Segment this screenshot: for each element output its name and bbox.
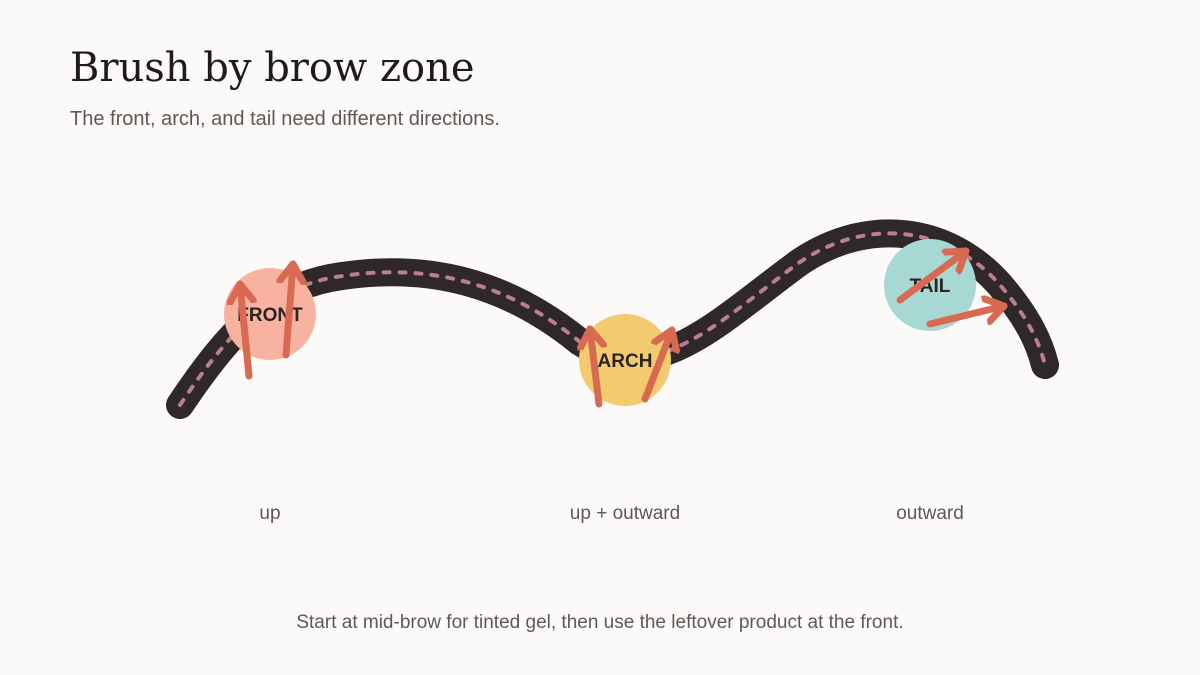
zone-arch-arrow-1 bbox=[590, 325, 599, 408]
footnote: Start at mid-brow for tinted gel, then u… bbox=[296, 612, 904, 633]
zone-front-arrow-1 bbox=[240, 280, 249, 380]
zone-tail-arrow-1 bbox=[896, 247, 970, 304]
zone-tail: TAIL bbox=[884, 239, 1008, 331]
zone-front-arrow-2 bbox=[286, 260, 293, 359]
zone-front-direction: up bbox=[259, 503, 281, 524]
zone-arch-arrow-2 bbox=[641, 326, 672, 403]
zone-arch-direction: up + outward bbox=[569, 503, 681, 524]
zone-arch-label: ARCH bbox=[598, 351, 653, 372]
zone-front: FRONT bbox=[224, 260, 316, 380]
zone-tail-arrow-2 bbox=[926, 306, 1008, 328]
page-title: Brush by brow zone bbox=[70, 45, 475, 91]
page-subtitle: The front, arch, and tail need different… bbox=[70, 108, 500, 130]
zone-arch: ARCH bbox=[579, 314, 672, 408]
zone-tail-direction: outward bbox=[896, 503, 964, 524]
